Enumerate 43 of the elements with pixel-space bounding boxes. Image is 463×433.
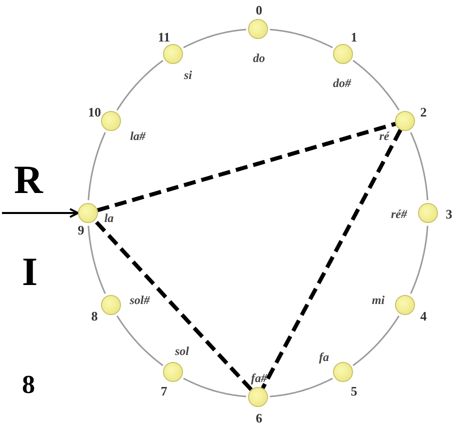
side-letter: R [14,160,43,200]
pitch-number: 3 [446,208,452,220]
pitch-number: 7 [160,384,168,398]
pitch-number: 0 [256,4,262,16]
note-name: sol# [130,294,150,306]
dashed-line [97,122,396,212]
pitch-number: 11 [158,30,170,44]
circle-arc [410,132,428,200]
pitch-number: 6 [256,412,262,424]
pitch-number: 5 [350,384,358,398]
note-name: fa [319,351,329,364]
note-name: do [253,52,265,64]
pitch-number: 1 [350,30,358,44]
side-number: 8 [22,372,35,398]
circle-arc [352,316,400,366]
arrow [2,208,79,218]
circle-arc [270,378,333,398]
note-name: sol [175,345,189,358]
circle-arc [116,316,164,366]
note-name: la# [130,130,146,142]
dashed-line [260,128,402,390]
circle-arc [410,226,428,294]
note-name: fa# [251,372,267,384]
circle-arc [270,28,333,48]
side-letter: I [22,252,38,292]
circle-arc [116,60,164,110]
pitch-number: 8 [91,310,98,322]
pitch-number: 2 [420,106,427,118]
circle-arc [88,132,106,200]
dashed-line [93,218,253,392]
circle-arc [88,226,106,294]
note-name: do# [333,76,351,89]
circle-arc [183,378,246,398]
circle-arc [352,60,400,110]
pitch-number: 10 [88,106,101,118]
note-name: si [184,68,192,81]
note-name: la [104,212,114,224]
note-name: ré# [391,208,407,220]
note-name: mi [372,294,385,306]
note-name: ré [379,130,390,142]
pitch-number: 4 [420,310,427,322]
pitch-number: 9 [78,224,84,236]
circle-arc [183,28,246,48]
